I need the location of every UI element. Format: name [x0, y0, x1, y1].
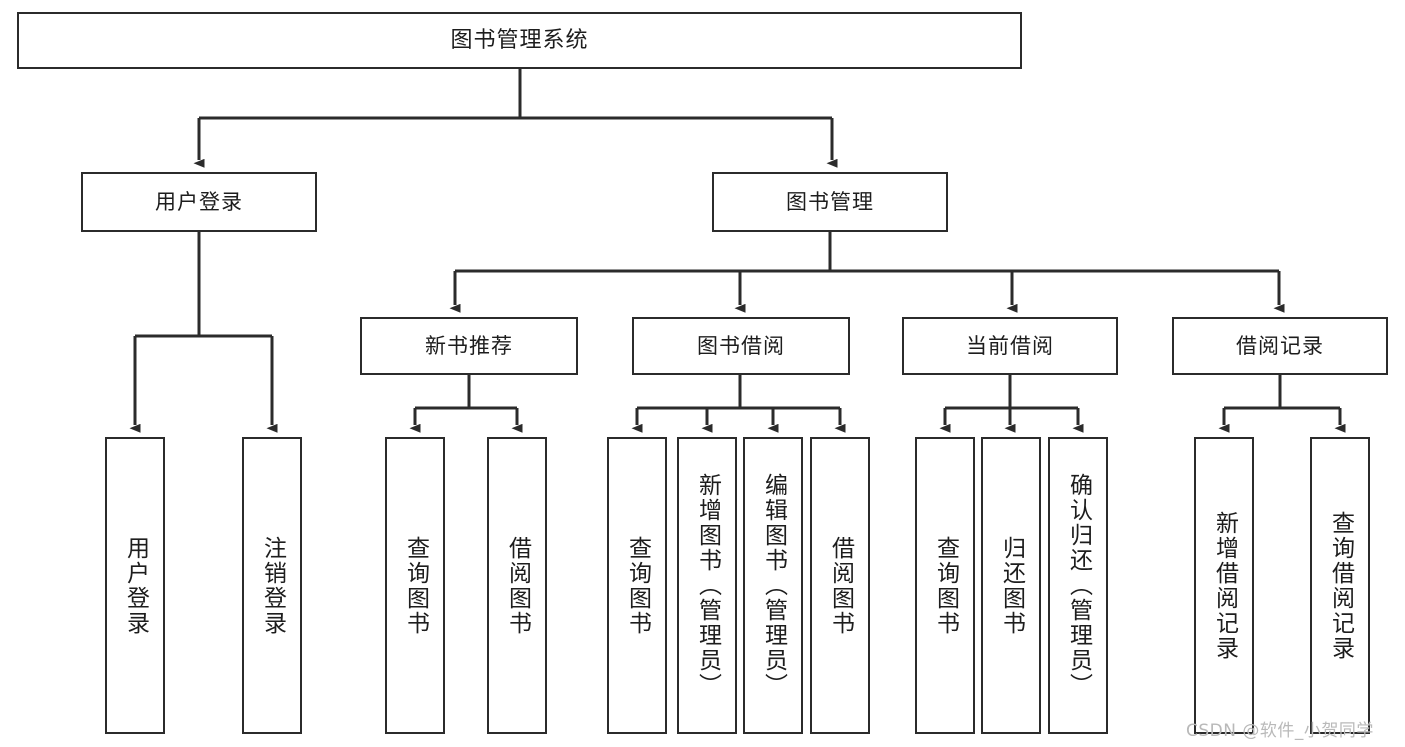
node-current-borrow[interactable]: 当前借阅 — [902, 317, 1118, 375]
node-leaf-borrow-book-1[interactable]: 借阅图书 — [487, 437, 547, 734]
node-label: 用户登录 — [122, 535, 149, 636]
node-label: 归还图书 — [998, 535, 1025, 636]
node-leaf-query-book-3[interactable]: 查询图书 — [915, 437, 975, 734]
node-leaf-add-borrow-record[interactable]: 新增借阅记录 — [1194, 437, 1254, 734]
node-label: 当前借阅 — [966, 333, 1054, 358]
node-leaf-query-book-1[interactable]: 查询图书 — [385, 437, 445, 734]
csdn-watermark: CSDN @软件_小贺同学 — [1186, 721, 1374, 741]
node-leaf-borrow-book-2[interactable]: 借阅图书 — [810, 437, 870, 734]
node-label: 用户登录 — [155, 189, 243, 214]
node-borrow-record[interactable]: 借阅记录 — [1172, 317, 1388, 375]
node-leaf-edit-book[interactable]: 编辑图书（管理员） — [743, 437, 803, 734]
node-label: 查询图书 — [624, 535, 651, 636]
node-label: 图书管理系统 — [450, 27, 589, 53]
node-label: 查询图书 — [932, 535, 959, 636]
node-label: 借阅图书 — [504, 535, 531, 636]
node-label: 新增图书（管理员） — [694, 473, 721, 698]
node-label: 新增借阅记录 — [1211, 510, 1238, 661]
node-book-management-system[interactable]: 图书管理系统 — [17, 12, 1022, 69]
node-label: 确认归还（管理员） — [1065, 473, 1092, 698]
node-label: 借阅记录 — [1236, 333, 1324, 358]
node-label: 图书管理 — [786, 189, 874, 214]
node-leaf-query-book-2[interactable]: 查询图书 — [607, 437, 667, 734]
node-user-login[interactable]: 用户登录 — [81, 172, 317, 232]
node-label: 图书借阅 — [697, 333, 785, 358]
node-leaf-confirm-return[interactable]: 确认归还（管理员） — [1048, 437, 1108, 734]
node-label: 查询借阅记录 — [1327, 510, 1354, 661]
node-label: 编辑图书（管理员） — [760, 473, 787, 698]
node-leaf-return-book[interactable]: 归还图书 — [981, 437, 1041, 734]
node-leaf-logout-login[interactable]: 注销登录 — [242, 437, 302, 734]
node-label: 借阅图书 — [827, 535, 854, 636]
node-leaf-user-login[interactable]: 用户登录 — [105, 437, 165, 734]
node-label: 新书推荐 — [425, 333, 513, 358]
node-label: 查询图书 — [402, 535, 429, 636]
node-leaf-query-borrow-record[interactable]: 查询借阅记录 — [1310, 437, 1370, 734]
node-book-management[interactable]: 图书管理 — [712, 172, 948, 232]
node-label: 注销登录 — [259, 535, 286, 636]
node-new-book-recommend[interactable]: 新书推荐 — [360, 317, 578, 375]
node-book-borrow[interactable]: 图书借阅 — [632, 317, 850, 375]
node-leaf-add-book[interactable]: 新增图书（管理员） — [677, 437, 737, 734]
